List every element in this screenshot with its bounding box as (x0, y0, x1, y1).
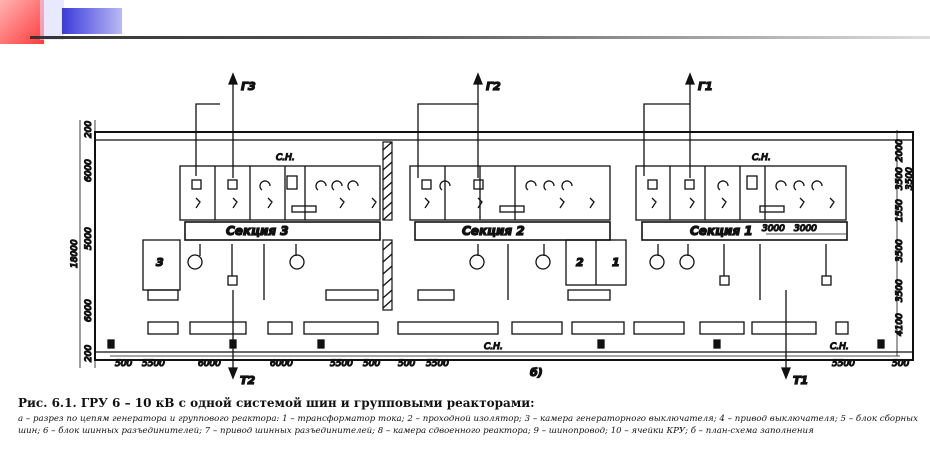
section-3-label: Секция 3 (226, 224, 289, 238)
arrow-up-icon (228, 72, 238, 85)
dim-left-6000-b: 6000 (84, 299, 94, 322)
dim-bottom-500-c: 500 (398, 359, 415, 369)
view-b-label: б) (530, 366, 543, 379)
header-rule (30, 36, 930, 39)
upper-cell-row (179, 165, 847, 221)
dim-right-3500-d: 3500 (895, 279, 905, 302)
label-g2: Г2 (486, 80, 501, 93)
callout-1: 1 (612, 256, 620, 269)
dim-left-200-b: 200 (84, 345, 94, 362)
feeder-lines (195, 72, 791, 380)
dim-bottom-500-d: 500 (892, 359, 909, 369)
dim-right-3500-a: 3500 (905, 167, 915, 190)
dim-right-4100: 4100 (895, 313, 905, 336)
arrow-down-icon (228, 367, 238, 380)
dim-bottom-5500-a: 5500 (142, 359, 165, 369)
dim-left-200-a: 200 (84, 121, 94, 138)
caption-text: а – разрез по цепям генератора и группов… (18, 414, 918, 436)
dim-bottom-6000-a: 6000 (198, 359, 221, 369)
dim-bottom-5500-b: 5500 (330, 359, 353, 369)
label-sn-1: С.Н. (276, 153, 295, 163)
dim-bottom-5500-d: 5500 (832, 359, 855, 369)
dim-left-6000-a: 6000 (84, 159, 94, 182)
arrow-up-icon (685, 72, 695, 85)
dim-right-2000: 2000 (895, 139, 905, 162)
dim-bottom-6000-b: 6000 (270, 359, 293, 369)
label-t1: Т1 (793, 374, 808, 387)
label-sn-2: С.Н. (752, 153, 771, 163)
section-1-label: Секция 1 (690, 224, 753, 238)
label-sn-3: С.Н. (484, 342, 503, 352)
arrow-up-icon (473, 72, 483, 85)
label-g3: Г3 (241, 80, 256, 93)
label-t2: Т2 (240, 374, 256, 387)
slide-decoration (0, 0, 930, 60)
dim-top-3000-b: 3000 (794, 224, 817, 234)
dim-bottom-5500-c: 5500 (426, 359, 449, 369)
section-2-label: Секция 2 (462, 224, 525, 238)
dim-bottom-500-b: 500 (363, 359, 380, 369)
figure-caption: Рис. 6.1. ГРУ 6 – 10 кВ с одной системой… (18, 396, 918, 437)
dim-right-3500-c: 3500 (895, 239, 905, 262)
caption-title: Рис. 6.1. ГРУ 6 – 10 кВ с одной системой… (18, 396, 535, 410)
dim-top-3000-a: 3000 (762, 224, 785, 234)
callout-3: 3 (156, 256, 164, 269)
dim-total-18000: 18000 (70, 239, 80, 268)
dim-right-3500-b: 3500 (895, 167, 905, 190)
lower-cell-row (142, 239, 849, 335)
pale-square-decoration (40, 0, 64, 40)
blue-bar-decoration (62, 8, 122, 34)
label-g1: Г1 (698, 80, 713, 93)
dim-bottom-500-a: 500 (115, 359, 132, 369)
label-sn-4: С.Н. (830, 342, 849, 352)
dim-left-5000: 5000 (84, 227, 94, 250)
arrow-down-icon (781, 367, 791, 380)
dimension-lines (79, 120, 900, 368)
switchgear-plan-drawing: Г3 Г2 Г1 Т2 Т1 С.Н. С.Н. С.Н. С.Н. Секци… (58, 68, 930, 390)
busbar-sections (184, 221, 848, 241)
dim-right-1550: 1550 (895, 199, 905, 222)
callout-2: 2 (576, 256, 584, 269)
